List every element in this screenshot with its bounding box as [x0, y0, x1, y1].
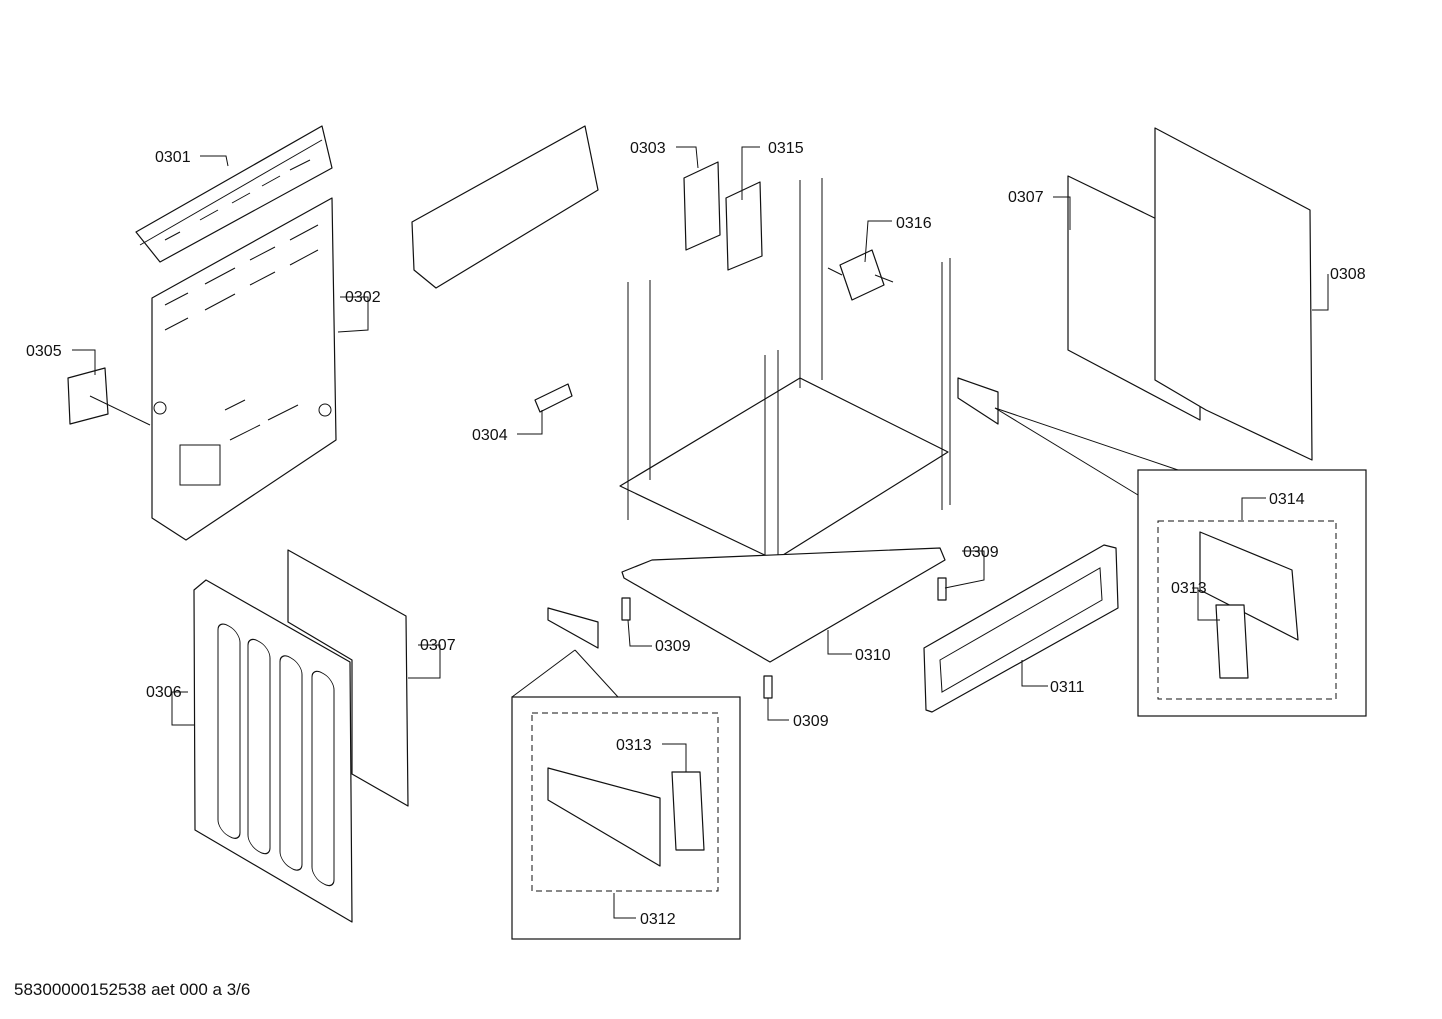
label-0307-right: 0307: [1008, 189, 1044, 206]
part-0304-connector: [534, 383, 573, 413]
callout-box-0314: [994, 407, 1367, 717]
leader-lines: [72, 146, 1329, 919]
part-0309-foot-c: [763, 675, 773, 699]
label-0309-bottom: 0309: [793, 713, 829, 730]
part-0306-side-panel: [193, 579, 353, 923]
part-0316-switch-component: [827, 249, 894, 301]
label-0312: 0312: [640, 911, 676, 928]
label-0301: 0301: [155, 149, 191, 166]
label-0314: 0314: [1269, 491, 1305, 508]
part-0310-frame: [619, 178, 951, 663]
part-labels: 0301 0302 0303 0304 0305 0306 0307 0307 …: [26, 140, 1366, 928]
label-0303: 0303: [630, 140, 666, 157]
part-0305-small-cover: [67, 367, 109, 425]
label-0304: 0304: [472, 427, 508, 444]
label-0308: 0308: [1330, 266, 1366, 283]
part-0301-top-trim: [135, 125, 333, 263]
part-0315-plate: [725, 181, 763, 271]
label-0309-left: 0309: [655, 638, 691, 655]
part-hinge-bracket-right: [957, 377, 999, 425]
part-hinge-bracket-left: [547, 607, 599, 649]
label-0302: 0302: [345, 289, 381, 306]
label-0311: 0311: [1050, 679, 1085, 696]
drawing-number-footer: 58300000152538 aet 000 a 3/6: [14, 980, 251, 999]
part-heat-shield: [411, 125, 599, 289]
label-0316: 0316: [896, 215, 932, 232]
part-0309-foot-b: [937, 577, 947, 601]
label-0313-right: 0313: [1171, 580, 1207, 597]
part-0307-inner-panel-left: [287, 549, 409, 807]
part-0311-kickplate: [923, 544, 1119, 713]
label-0313-left: 0313: [616, 737, 652, 754]
label-0315: 0315: [768, 140, 804, 157]
part-0303-plate: [683, 161, 721, 251]
label-0307-left: 0307: [420, 637, 456, 654]
callout-box-0312: [511, 649, 741, 940]
label-0306: 0306: [146, 684, 182, 701]
part-0309-foot-a: [621, 597, 631, 621]
label-0310: 0310: [855, 647, 891, 664]
part-0308-side-panel: [1154, 127, 1313, 461]
label-0305: 0305: [26, 343, 62, 360]
label-0309-right: 0309: [963, 544, 999, 561]
part-0302-back-panel: [151, 197, 337, 541]
